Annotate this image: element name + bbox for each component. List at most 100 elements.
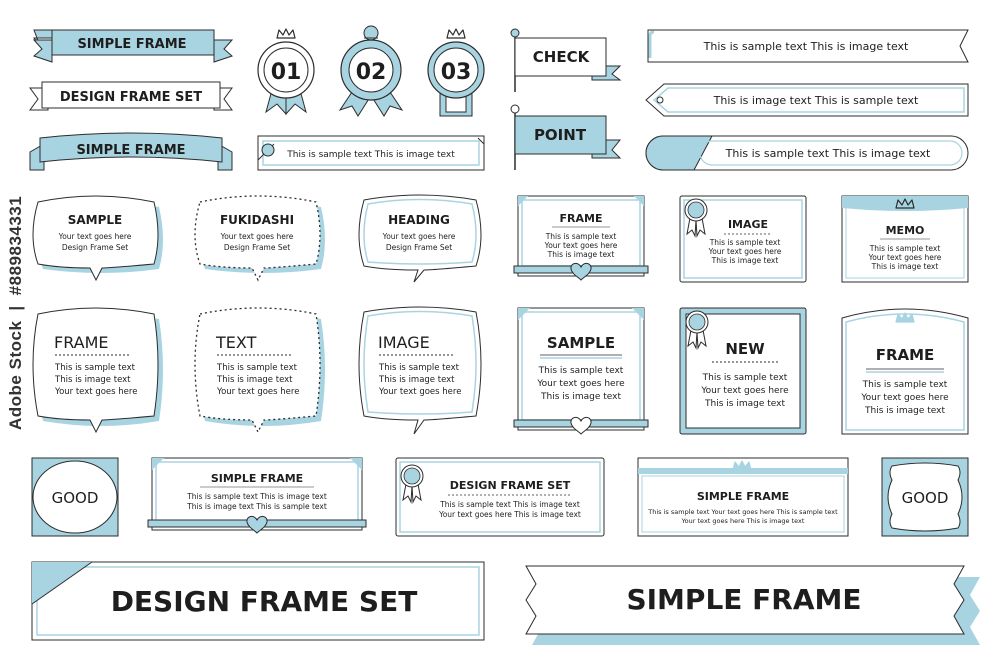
bubble-line: Your text goes here bbox=[58, 232, 132, 241]
frame-line: This is image text This is sample text bbox=[186, 502, 327, 511]
flag-point: POINT bbox=[510, 104, 622, 170]
ribbon-design-frame-set: DESIGN FRAME SET bbox=[29, 81, 233, 111]
bubble-line: This is image text bbox=[378, 375, 455, 385]
card-line: This is sample text bbox=[869, 244, 941, 253]
card-sample-large: SAMPLE This is sample text Your text goe… bbox=[513, 307, 649, 435]
good-label: GOOD bbox=[902, 489, 949, 507]
frame-line: Your text goes here This is image text bbox=[438, 510, 581, 519]
medal-number: 02 bbox=[356, 60, 387, 85]
wide-design-frame: DESIGN FRAME SET This is sample text Thi… bbox=[395, 457, 605, 537]
card-line: This is sample text bbox=[709, 238, 781, 247]
card-line: This is image text bbox=[711, 256, 779, 265]
card-frame-large: FRAME This is sample text Your text goes… bbox=[841, 308, 969, 435]
bubble-fukidashi: FUKIDASHI Your text goes here Design Fra… bbox=[194, 195, 325, 282]
ribbon-simple-frame-2: SIMPLE FRAME bbox=[29, 132, 233, 171]
card-line: This is sample text bbox=[538, 366, 624, 376]
banner-simple-frame: SIMPLE FRAME bbox=[525, 565, 980, 645]
bubble-line: This is sample text bbox=[216, 363, 298, 373]
medal-03: 03 bbox=[427, 28, 485, 117]
bubble-line: Design Frame Set bbox=[62, 243, 128, 252]
bubble-line: This is sample text bbox=[54, 363, 136, 373]
crown-icon bbox=[446, 28, 466, 39]
card-line: Your text goes here bbox=[860, 393, 949, 403]
frame-line: This is sample text Your text goes here … bbox=[647, 508, 838, 516]
small-bar-frame: This is sample text This is image text bbox=[257, 135, 485, 171]
card-line: This is sample text bbox=[862, 380, 948, 390]
bubble-line: This is image text bbox=[216, 375, 293, 385]
card-line: This is image text bbox=[547, 250, 615, 259]
card-frame-small: FRAME This is sample text Your text goes… bbox=[513, 195, 649, 281]
medal-number: 01 bbox=[271, 60, 302, 85]
card-line: This is image text bbox=[864, 406, 945, 416]
card-memo: MEMO This is sample text Your text goes … bbox=[841, 195, 969, 283]
frame-title: SIMPLE FRAME bbox=[697, 490, 789, 503]
bubble-title: SAMPLE bbox=[68, 213, 123, 227]
medal-02: 02 bbox=[338, 25, 404, 117]
bubble-line: Your text goes here bbox=[216, 387, 299, 397]
tag-text: This is sample text This is image text bbox=[703, 40, 909, 53]
crown-icon bbox=[363, 25, 379, 41]
card-line: This is sample text bbox=[545, 232, 617, 241]
banner-design-frame-set: DESIGN FRAME SET bbox=[31, 561, 485, 641]
bubble-line: This is sample text bbox=[378, 363, 460, 373]
bubble-title: HEADING bbox=[388, 213, 450, 227]
bubble-image: IMAGE This is sample text This is image … bbox=[358, 306, 482, 435]
card-image-small: IMAGE This is sample text Your text goes… bbox=[679, 195, 807, 283]
frame-title: DESIGN FRAME SET bbox=[450, 479, 571, 492]
card-title: SAMPLE bbox=[547, 334, 615, 352]
ribbon-label: SIMPLE FRAME bbox=[77, 37, 186, 52]
flag-check: CHECK bbox=[510, 28, 622, 92]
banner-title: DESIGN FRAME SET bbox=[111, 585, 418, 618]
tag-text: This is sample text This is image text bbox=[725, 147, 931, 160]
crown-icon bbox=[276, 28, 296, 39]
bubble-line: Design Frame Set bbox=[224, 243, 290, 252]
card-title: MEMO bbox=[886, 224, 925, 237]
ribbon-label: DESIGN FRAME SET bbox=[60, 90, 202, 105]
crown-icon bbox=[895, 312, 915, 323]
bubble-title: TEXT bbox=[215, 333, 257, 352]
bubble-line: Your text goes here bbox=[378, 387, 461, 397]
card-line: This is image text bbox=[540, 392, 621, 402]
flag-label: CHECK bbox=[533, 48, 591, 66]
card-title: IMAGE bbox=[728, 218, 768, 231]
bar-text: This is sample text This is image text bbox=[286, 150, 455, 160]
card-line: Your text goes here bbox=[868, 253, 942, 262]
bubble-heading: HEADING Your text goes here Design Frame… bbox=[358, 194, 482, 283]
bubble-title: FUKIDASHI bbox=[220, 213, 294, 227]
bubble-line: Your text goes here bbox=[220, 232, 294, 241]
card-line: Your text goes here bbox=[536, 379, 625, 389]
bubble-line: This is image text bbox=[54, 375, 131, 385]
card-line: This is sample text bbox=[702, 373, 788, 383]
frame-title: SIMPLE FRAME bbox=[211, 472, 303, 485]
wide-crown-frame: SIMPLE FRAME This is sample text Your te… bbox=[637, 457, 849, 537]
card-line: Your text goes here bbox=[708, 247, 782, 256]
bubble-text: TEXT This is sample text This is image t… bbox=[194, 307, 325, 434]
card-title: FRAME bbox=[560, 212, 603, 225]
bubble-line: Your text goes here bbox=[54, 387, 137, 397]
good-scalloped-frame: GOOD bbox=[881, 457, 969, 537]
tag-frame-2: This is image text This is sample text bbox=[645, 83, 969, 117]
medal-number: 03 bbox=[441, 60, 472, 85]
stock-watermark: Adobe Stock|#889834331 bbox=[6, 186, 26, 430]
medal-01: 01 bbox=[257, 28, 315, 116]
good-oval-frame: GOOD bbox=[31, 457, 119, 537]
watermark-separator: | bbox=[6, 305, 25, 311]
card-line: This is image text bbox=[704, 399, 785, 409]
crown-icon bbox=[732, 460, 752, 471]
card-title: NEW bbox=[725, 340, 765, 358]
frame-line: Your text goes here This is image text bbox=[681, 517, 805, 525]
bubble-title: IMAGE bbox=[378, 333, 430, 352]
bubble-title: FRAME bbox=[54, 333, 109, 352]
tag-text: This is image text This is sample text bbox=[713, 94, 919, 107]
flag-label: POINT bbox=[534, 126, 587, 144]
card-line: This is image text bbox=[871, 262, 939, 271]
frame-line: This is sample text This is image text bbox=[439, 500, 580, 509]
tag-frame-3: This is sample text This is image text bbox=[645, 135, 969, 171]
tag-frame-1: This is sample text This is image text bbox=[647, 29, 969, 63]
banner-title: SIMPLE FRAME bbox=[626, 583, 861, 616]
bubble-frame: FRAME This is sample text This is image … bbox=[32, 307, 163, 434]
card-title: FRAME bbox=[876, 346, 935, 364]
bubble-line: Design Frame Set bbox=[386, 243, 452, 252]
watermark-brand: Adobe Stock bbox=[6, 320, 25, 430]
